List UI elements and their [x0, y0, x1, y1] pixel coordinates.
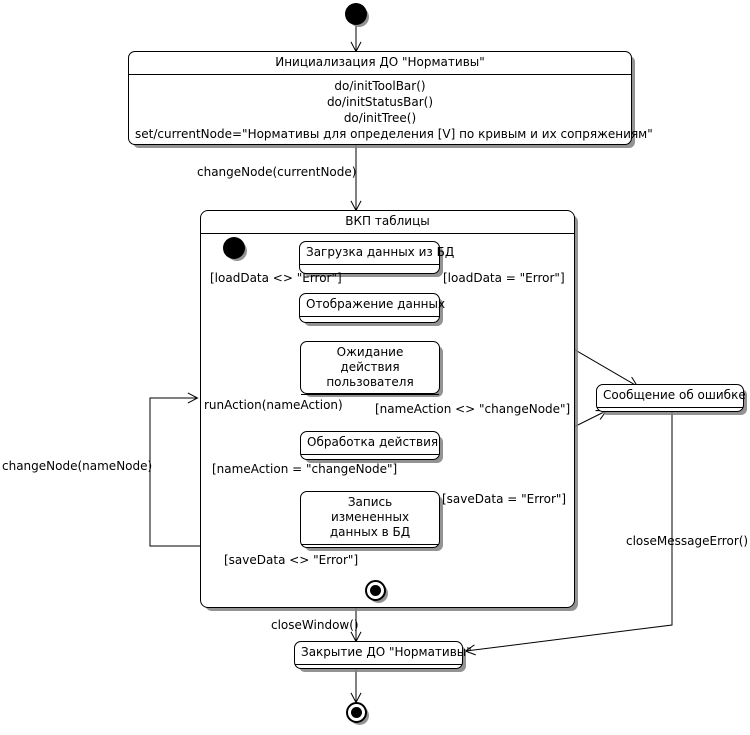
- inner-final-state-node: [365, 580, 386, 601]
- state-show-data-compartment: [300, 317, 439, 324]
- state-save-data-divider: [301, 544, 439, 545]
- label-name-action-equal: [nameAction = "changeNode"]: [212, 462, 398, 476]
- state-save-data-line2: данных в БД: [329, 525, 411, 539]
- state-load-data-divider: [300, 264, 439, 265]
- label-run-action: runAction(nameAction): [204, 398, 343, 412]
- label-save-data-ok: [saveData <> "Error"]: [224, 553, 359, 567]
- state-close-document[interactable]: Закрытие ДО "Нормативы": [294, 641, 472, 670]
- state-load-data-title: Загрузка данных из БД: [306, 245, 455, 259]
- label-save-data-error: [saveData = "Error"]: [442, 492, 567, 506]
- label-change-node-current: changeNode(currentNode): [197, 165, 357, 179]
- action-init-tree: do/initTree(): [343, 111, 417, 125]
- label-load-data-ok: [loadData <> "Error"]: [210, 271, 342, 285]
- state-save-data-line1: Запись измененных: [330, 495, 410, 524]
- state-show-data-title: Отображение данных: [306, 297, 446, 311]
- state-close-document-divider: [295, 664, 462, 665]
- label-close-message-error: closeMessageError(): [626, 534, 749, 548]
- state-close-document-title: Закрытие ДО "Нормативы": [301, 645, 472, 659]
- initial-state-node: [345, 3, 367, 25]
- state-show-data-divider: [300, 316, 439, 317]
- state-process-action-divider: [301, 454, 439, 455]
- state-close-document-compartment: [295, 665, 462, 670]
- state-save-data-title: Запись измененных данных в БД: [301, 492, 439, 544]
- state-process-action-title: Обработка действия: [307, 435, 439, 449]
- state-wait-user-action-divider: [301, 394, 439, 395]
- state-show-data[interactable]: Отображение данных: [299, 293, 446, 324]
- state-initialization-title: Инициализация ДО "Нормативы": [275, 55, 485, 69]
- state-process-action[interactable]: Обработка действия: [300, 431, 440, 460]
- state-initialization[interactable]: Инициализация ДО "Нормативы" do/initTool…: [128, 51, 653, 146]
- state-error-message-compartment: [597, 408, 743, 413]
- state-initialization-divider: [129, 74, 631, 75]
- action-set-currentnode: set/currentNode="Нормативы для определен…: [135, 127, 653, 141]
- label-load-data-error: [loadData = "Error"]: [443, 271, 565, 285]
- state-error-message[interactable]: Сообщение об ошибке: [596, 384, 746, 413]
- state-load-data[interactable]: Загрузка данных из БД: [299, 241, 455, 274]
- label-close-window: closeWindow(): [271, 618, 359, 632]
- edge-changenode-loop: [149, 398, 200, 547]
- state-wait-user-action-line1: Ожидание действия: [336, 345, 404, 374]
- state-process-action-compartment: [301, 455, 439, 462]
- state-error-message-title: Сообщение об ошибке: [603, 388, 746, 402]
- action-init-toolbar: do/initToolBar(): [334, 79, 426, 93]
- action-init-statusbar: do/initStatusBar(): [326, 95, 434, 109]
- state-wait-user-action-title: Ожидание действия пользователя: [301, 342, 439, 394]
- label-name-action-not-equal: [nameAction <> "changeNode"]: [375, 402, 571, 416]
- state-save-data[interactable]: Запись измененных данных в БД: [300, 491, 440, 548]
- label-change-node-name: changeNode(nameNode): [2, 459, 153, 473]
- state-wait-user-action-line2: пользователя: [326, 375, 414, 389]
- final-state-node: [346, 702, 367, 723]
- state-initialization-actions: do/initToolBar() do/initStatusBar() do/i…: [129, 75, 653, 146]
- inner-initial-state-node: [223, 237, 245, 259]
- state-error-message-divider: [597, 407, 743, 408]
- composite-state-title: ВКП таблицы: [201, 211, 574, 234]
- state-wait-user-action[interactable]: Ожидание действия пользователя: [300, 341, 440, 395]
